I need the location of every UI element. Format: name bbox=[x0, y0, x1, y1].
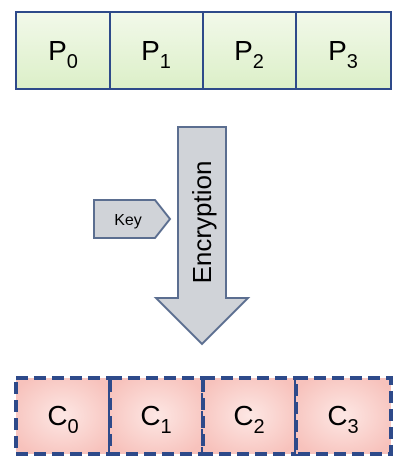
encryption-arrow: Encryption bbox=[153, 126, 251, 346]
plaintext-letter-0: P bbox=[48, 35, 67, 66]
plaintext-block-3: P3 bbox=[295, 11, 392, 90]
plaintext-index-2: 2 bbox=[253, 51, 264, 73]
plaintext-index-0: 0 bbox=[67, 51, 78, 73]
plaintext-block-0: P0 bbox=[15, 11, 111, 90]
ciphertext-row: C0 C1 C2 C3 bbox=[14, 376, 393, 456]
svg-text:C2: C2 bbox=[233, 400, 264, 438]
svg-text:C1: C1 bbox=[140, 400, 171, 438]
ciphertext-block-3: C3 bbox=[294, 376, 393, 456]
plaintext-index-1: 1 bbox=[160, 51, 171, 73]
plaintext-block-2: P2 bbox=[202, 11, 297, 90]
svg-text:C3: C3 bbox=[327, 400, 358, 438]
plaintext-letter-1: P bbox=[141, 35, 160, 66]
ciphertext-letter-0: C bbox=[47, 400, 67, 431]
ciphertext-letter-1: C bbox=[140, 400, 160, 431]
key-label: Key bbox=[114, 212, 142, 229]
ciphertext-block-0: C0 bbox=[14, 376, 112, 456]
ciphertext-letter-3: C bbox=[327, 400, 347, 431]
svg-text:P1: P1 bbox=[141, 35, 171, 73]
plaintext-block-1: P1 bbox=[109, 11, 204, 90]
key-arrow: Key bbox=[93, 199, 172, 239]
svg-text:P3: P3 bbox=[328, 35, 358, 73]
plaintext-letter-3: P bbox=[328, 35, 347, 66]
ciphertext-block-2: C2 bbox=[201, 376, 298, 456]
svg-text:P2: P2 bbox=[234, 35, 264, 73]
encryption-label: Encryption bbox=[187, 161, 217, 284]
plaintext-letter-2: P bbox=[234, 35, 253, 66]
ciphertext-index-3: 3 bbox=[348, 416, 359, 438]
plaintext-index-3: 3 bbox=[347, 51, 358, 73]
plaintext-row: P0 P1 P2 P3 bbox=[15, 11, 392, 90]
ciphertext-block-1: C1 bbox=[108, 376, 205, 456]
ciphertext-letter-2: C bbox=[233, 400, 253, 431]
ciphertext-index-1: 1 bbox=[161, 416, 172, 438]
svg-text:C0: C0 bbox=[47, 400, 78, 438]
svg-text:P0: P0 bbox=[48, 35, 78, 73]
ciphertext-index-2: 2 bbox=[254, 416, 265, 438]
ciphertext-index-0: 0 bbox=[68, 416, 79, 438]
